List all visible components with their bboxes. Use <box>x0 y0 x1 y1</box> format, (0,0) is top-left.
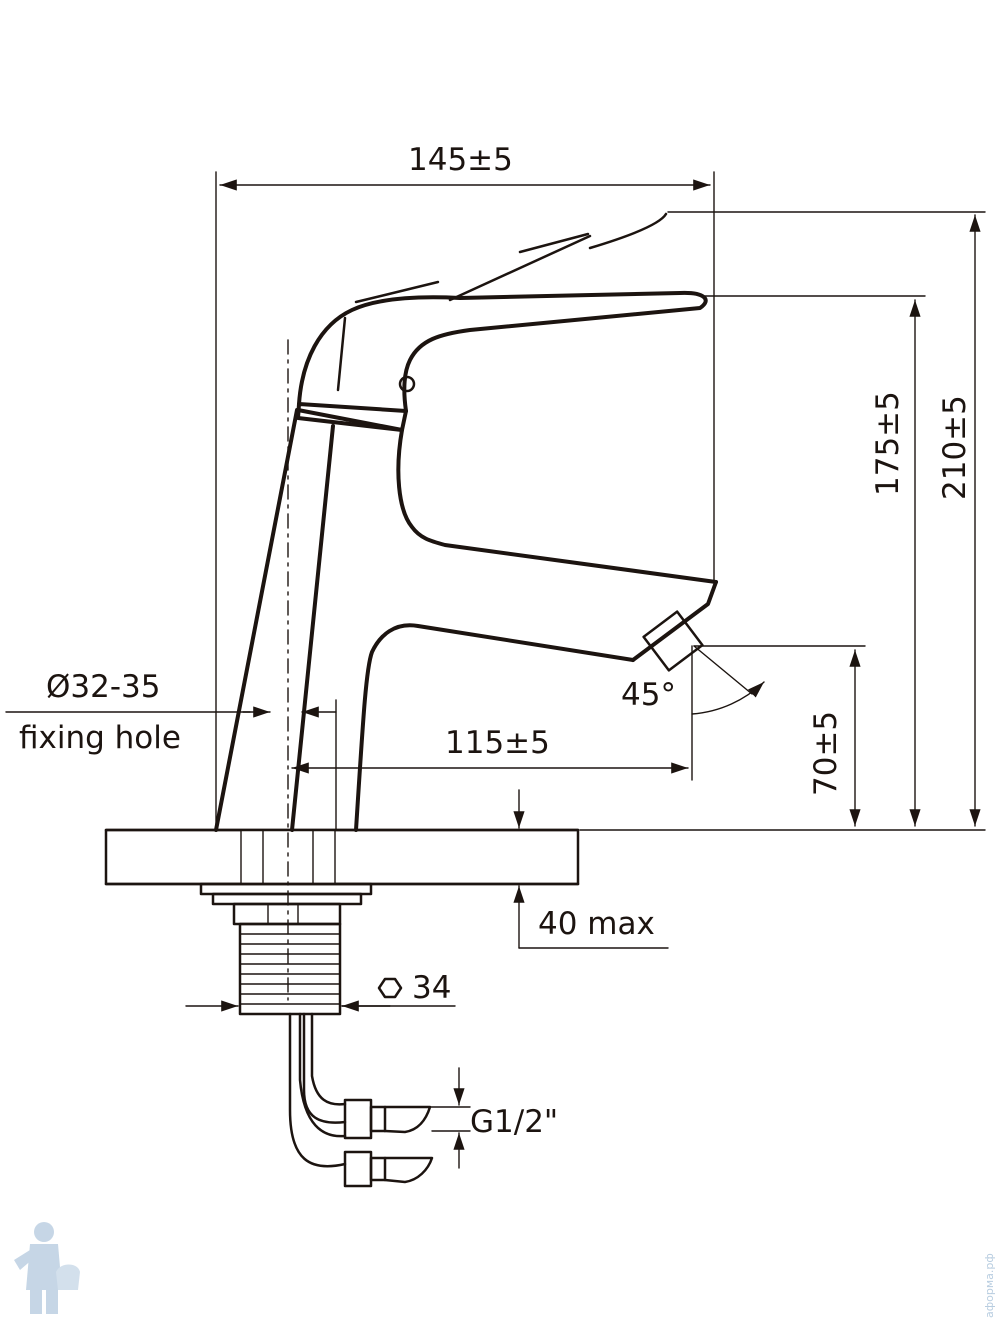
dim-hole-diameter: Ø32-35 <box>46 669 160 705</box>
dim-spout-reach: 115±5 <box>445 725 550 761</box>
fixing-nut <box>199 882 373 1016</box>
plumber-icon <box>14 1222 80 1314</box>
dim-total-width: 145±5 <box>408 142 513 178</box>
dim-max-thickness: 40 max <box>538 906 655 942</box>
lever-handle <box>297 212 708 413</box>
watermark-text: аформа.рф <box>983 1253 996 1318</box>
dim-total-height: 210±5 <box>937 395 973 500</box>
countertop <box>104 828 580 886</box>
faucet-body <box>214 402 718 832</box>
hole-label: fixing hole <box>19 720 181 756</box>
dim-spout-angle: 45° <box>621 677 676 713</box>
flexible-hoses <box>288 1012 434 1188</box>
dimension-lines <box>5 171 986 1169</box>
hexagon-icon <box>377 977 403 999</box>
dim-nut-size: 34 <box>412 970 451 1006</box>
dim-handle-height: 175±5 <box>870 391 906 496</box>
dim-connection: G1/2" <box>470 1104 558 1140</box>
dim-spout-height: 70±5 <box>808 711 844 796</box>
